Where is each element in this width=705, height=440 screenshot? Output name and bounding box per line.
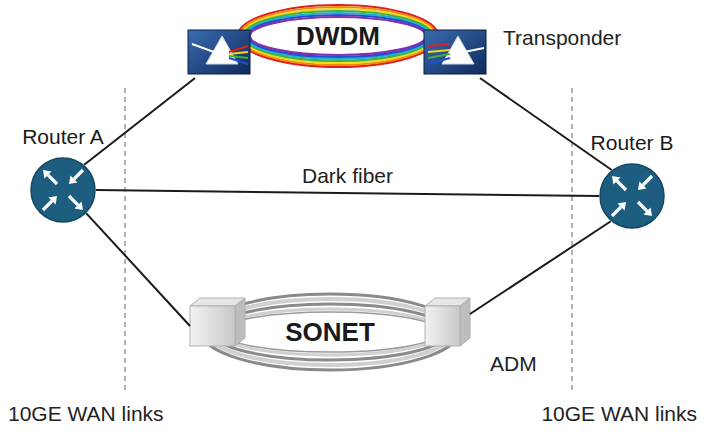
sonet-network: SONET (190, 290, 470, 370)
router-icon: Router B (599, 163, 665, 229)
sonet-ring (202, 294, 458, 370)
wan-link (86, 213, 190, 326)
router-arrow (612, 207, 621, 216)
router-arrow (43, 201, 52, 210)
router-arrow (69, 196, 78, 205)
router-icon: Router A (30, 157, 96, 223)
router-arrowhead (69, 176, 77, 184)
router-arrowhead (618, 202, 626, 210)
wan-link (480, 78, 612, 170)
node-heading: Router A (22, 125, 104, 149)
router-arrow (638, 202, 647, 211)
router-arrowhead (612, 176, 620, 184)
network-name: DWDM (296, 21, 380, 52)
link-label: 10GE WAN links (541, 402, 697, 426)
transponder-icon (424, 30, 486, 74)
router-body (600, 164, 664, 228)
router-arrowhead (75, 202, 83, 210)
router-arrowhead (43, 170, 51, 178)
router-arrow (48, 175, 57, 184)
router-arrow (617, 181, 626, 190)
router-arrow (74, 170, 83, 179)
router-arrow (643, 176, 652, 185)
router-arrowhead (644, 208, 652, 216)
dwdm-network: DWDM (185, 4, 490, 78)
router-shape (30, 157, 96, 223)
router-arrowhead (49, 196, 57, 204)
router-arrowhead (638, 182, 646, 190)
wan-link (470, 221, 611, 314)
device-label: Transponder (503, 26, 621, 50)
router-body (31, 158, 95, 222)
wan-link (84, 78, 195, 165)
adm-box (190, 298, 245, 346)
router-shape (599, 163, 665, 229)
dwdm-ring (238, 5, 438, 67)
network-name: SONET (285, 317, 375, 348)
link-label: Dark fiber (298, 164, 397, 188)
wan-boundary (571, 88, 573, 394)
device-label: ADM (490, 352, 537, 376)
node-heading: Router B (591, 131, 674, 155)
link-label: 10GE WAN links (8, 402, 164, 426)
wan-link (96, 190, 599, 196)
transponder-icon (188, 30, 250, 74)
adm-box (425, 298, 470, 346)
